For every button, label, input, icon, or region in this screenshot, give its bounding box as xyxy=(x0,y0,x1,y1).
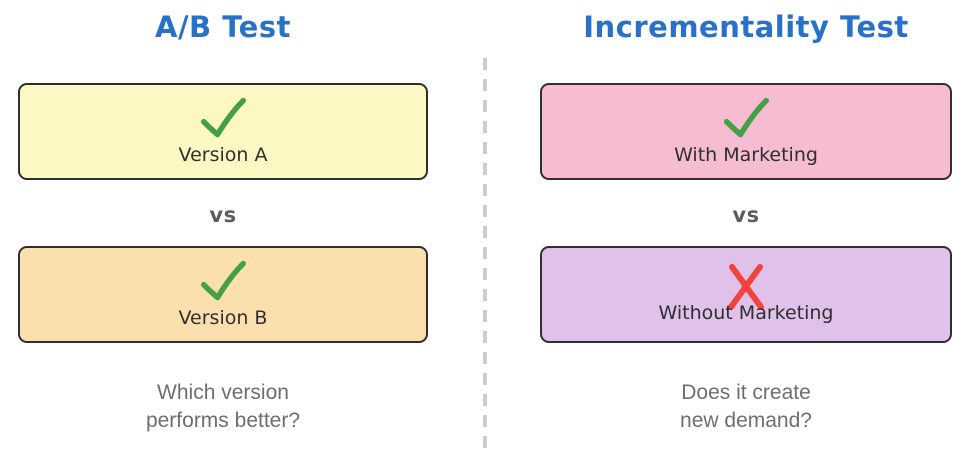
ab-test-caption: Which version performs better? xyxy=(18,379,428,435)
version-b-card: Version B xyxy=(18,246,428,343)
check-icon xyxy=(200,97,246,138)
x-icon xyxy=(728,264,764,310)
version-b-label: Version B xyxy=(178,307,268,329)
dashed-divider xyxy=(483,58,487,448)
with-marketing-label: With Marketing xyxy=(674,144,818,166)
incrementality-caption-line1: Does it create xyxy=(681,381,811,404)
incrementality-caption: Does it create new demand? xyxy=(540,379,952,435)
ab-test-caption-line1: Which version xyxy=(157,381,289,404)
version-a-label: Version A xyxy=(178,144,268,166)
vs-label-left: vs xyxy=(209,203,237,227)
without-marketing-label: Without Marketing xyxy=(658,302,834,324)
ab-test-caption-line2: performs better? xyxy=(145,409,301,432)
ab-test-title: A/B Test xyxy=(155,10,291,44)
check-icon xyxy=(723,97,769,138)
without-marketing-card: Without Marketing xyxy=(540,246,952,343)
version-a-card: Version A xyxy=(18,83,428,180)
with-marketing-card: With Marketing xyxy=(540,83,952,180)
incrementality-caption-line2: new demand? xyxy=(680,409,812,432)
incrementality-test-title: Incrementality Test xyxy=(583,10,909,44)
check-icon xyxy=(200,260,246,301)
vs-label-right: vs xyxy=(732,203,760,227)
